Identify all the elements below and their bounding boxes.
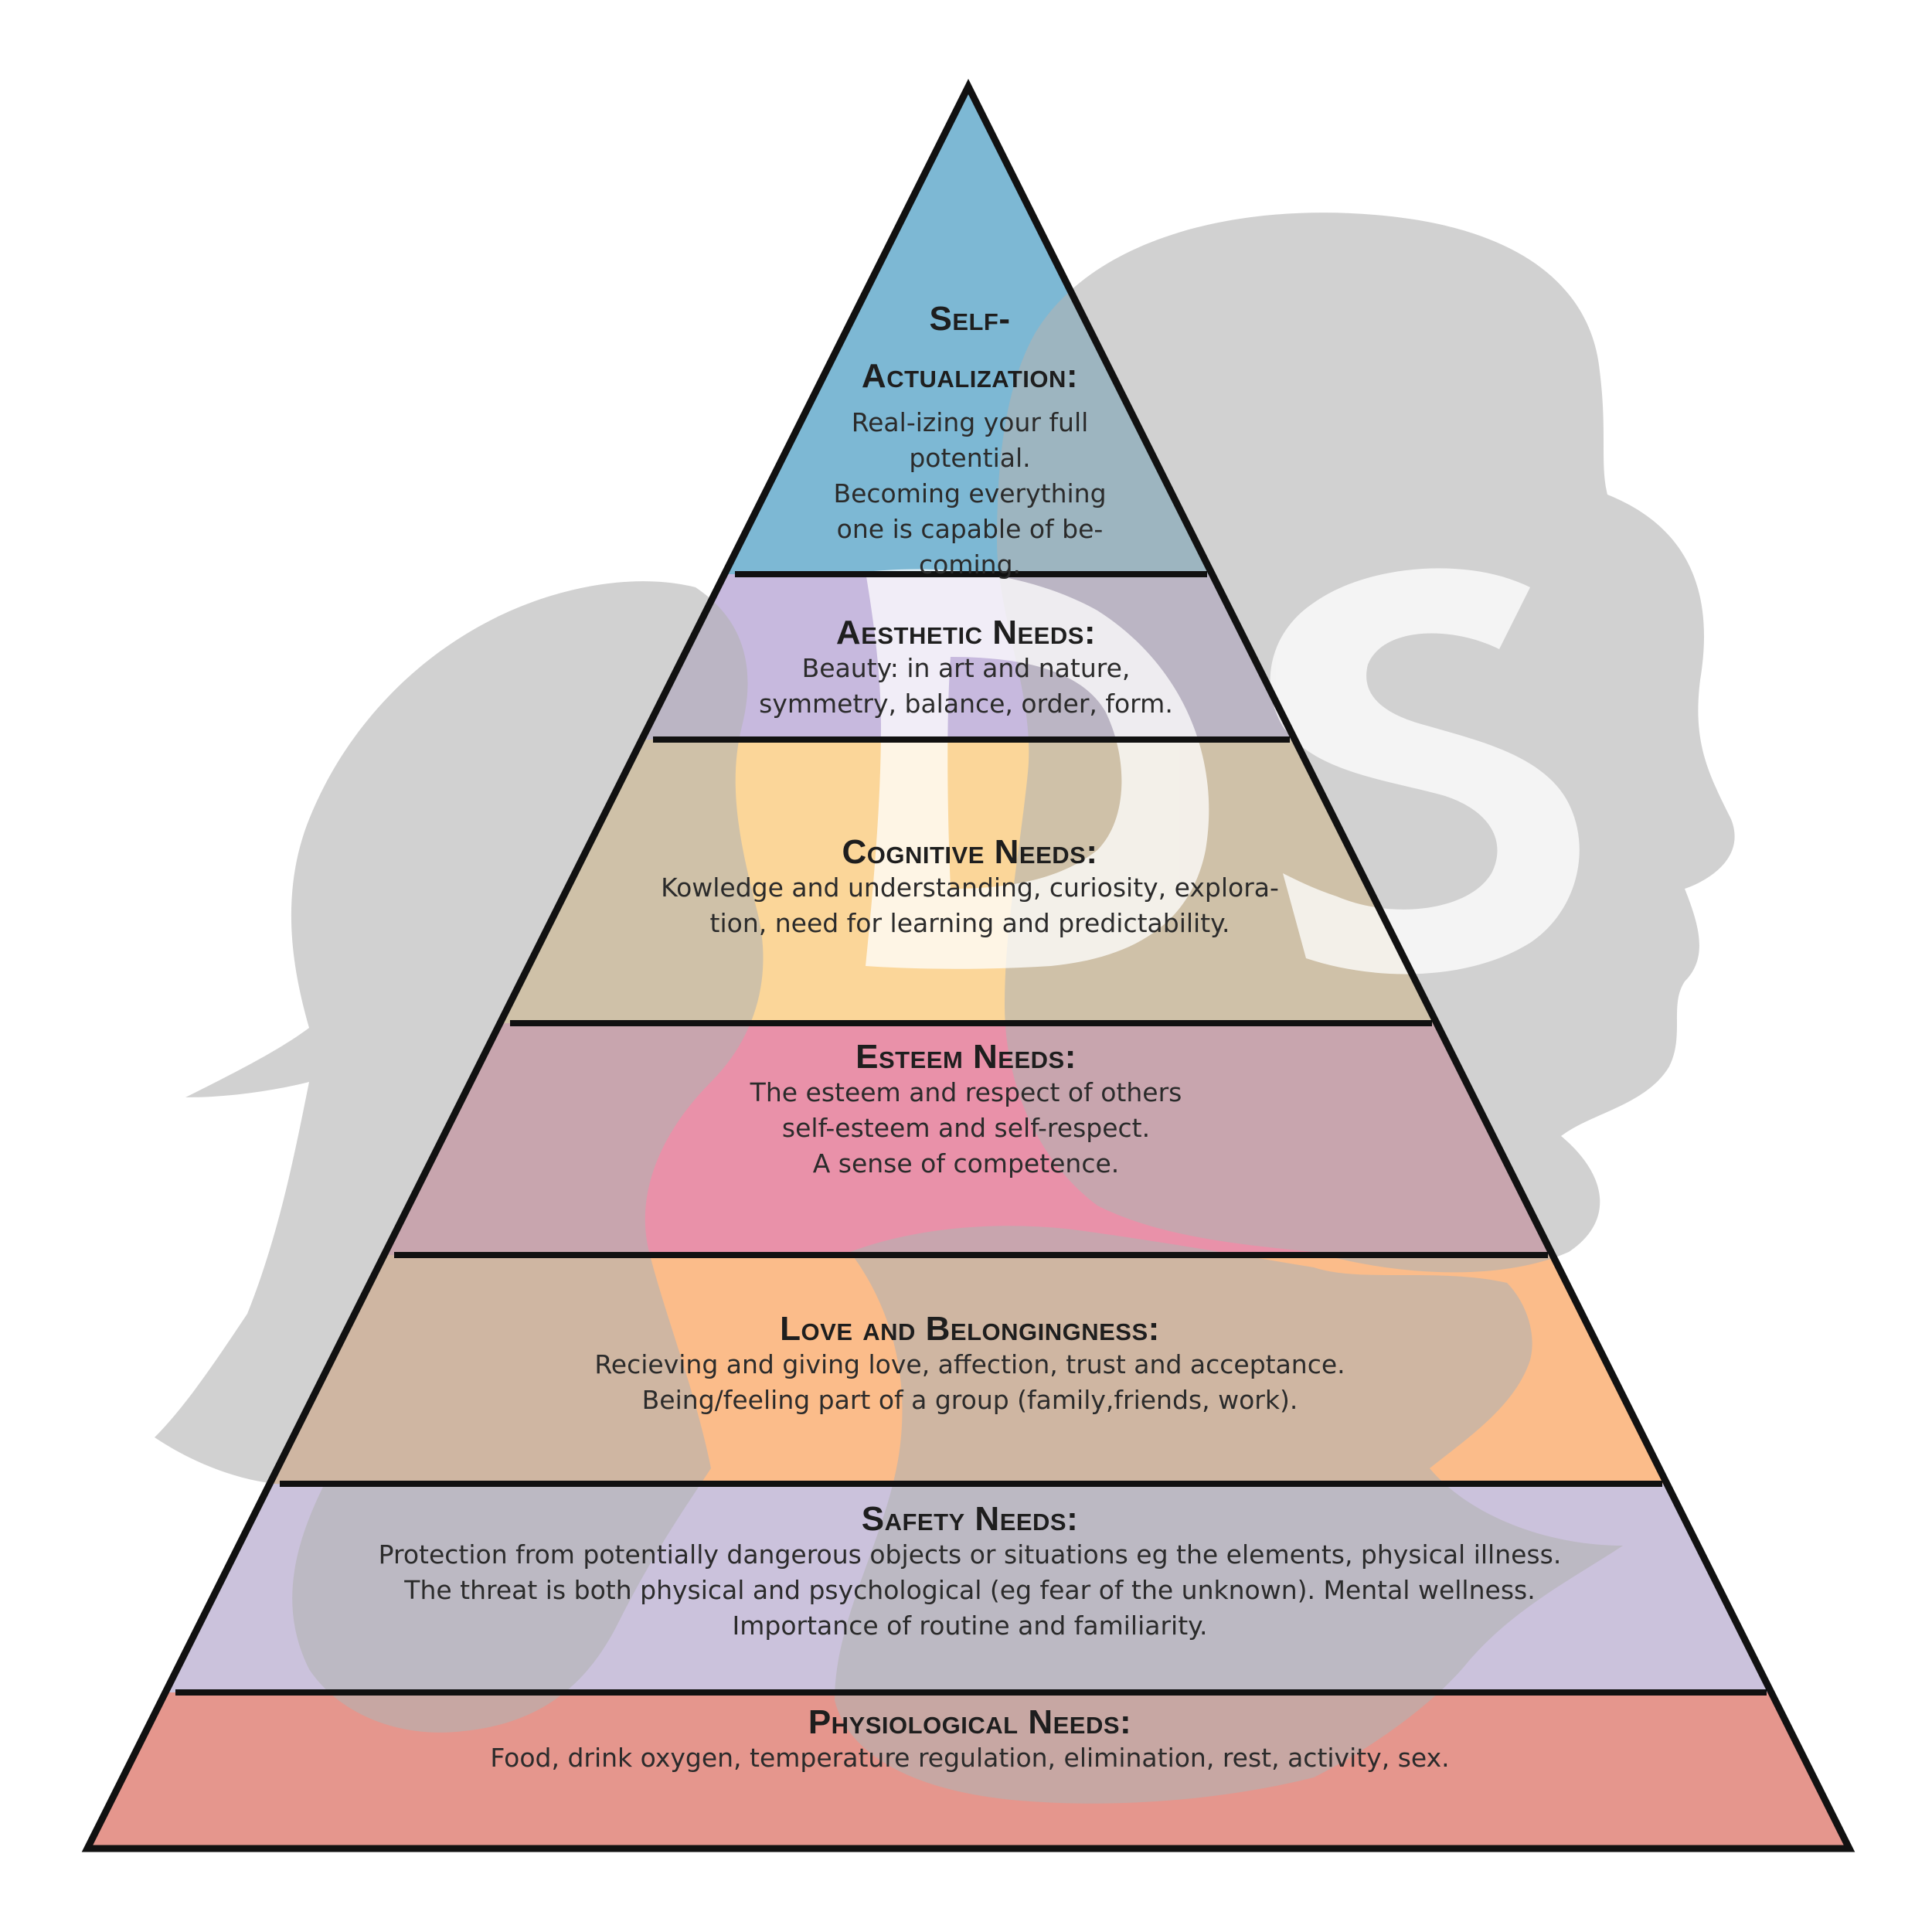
tier-title: Safety Needs: [861, 1500, 1079, 1538]
tier-description: Protection from potentially dangerous ob… [378, 1539, 1562, 1641]
tier-title: Aesthetic Needs: [835, 614, 1097, 651]
neck-silhouette [835, 1226, 1623, 1804]
logo-letter-s [1270, 568, 1580, 975]
pyramid-outline [81, 78, 1855, 1852]
tier-love-belonging: Love and Belongingness: Recieving and gi… [495, 1311, 1445, 1418]
tier-title: Self-Actualization: [861, 300, 1079, 395]
tier-title: Cognitive Needs: [842, 833, 1098, 871]
ds-logo [866, 568, 1580, 975]
tier-physiological: Physiological Needs: Food, drink oxygen,… [386, 1705, 1553, 1776]
tier-self-actualization: Self-Actualization: Real-izing your full… [773, 291, 1167, 583]
tier-title: Esteem Needs: [855, 1038, 1077, 1076]
tier-description: Recieving and giving love, affection, tr… [594, 1349, 1345, 1415]
tier-description: Kowledge and understanding, curiosity, e… [661, 872, 1279, 938]
tier-cognitive: Cognitive Needs: Kowledge and understand… [603, 835, 1337, 941]
tier-esteem: Esteem Needs: The esteem and respect of … [657, 1039, 1275, 1182]
left-head-silhouette [155, 581, 764, 1733]
tier-description: Real-izing your full potential. Becoming… [833, 407, 1107, 580]
logo-letter-d [866, 569, 1209, 969]
tier-separators [175, 571, 1767, 1696]
tier-aesthetic: Aesthetic Needs: Beauty: in art and natu… [696, 615, 1236, 722]
tier-safety: Safety Needs: Protection from potentiall… [325, 1502, 1615, 1644]
tier-title: Love and Belongingness: [780, 1310, 1160, 1348]
tier-description: Food, drink oxygen, temperature regulati… [490, 1743, 1450, 1773]
tier-title: Physiological Needs: [808, 1703, 1132, 1741]
tier-description: Beauty: in art and nature, symmetry, bal… [759, 653, 1173, 719]
tier-description: The esteem and respect of others self-es… [750, 1077, 1182, 1179]
